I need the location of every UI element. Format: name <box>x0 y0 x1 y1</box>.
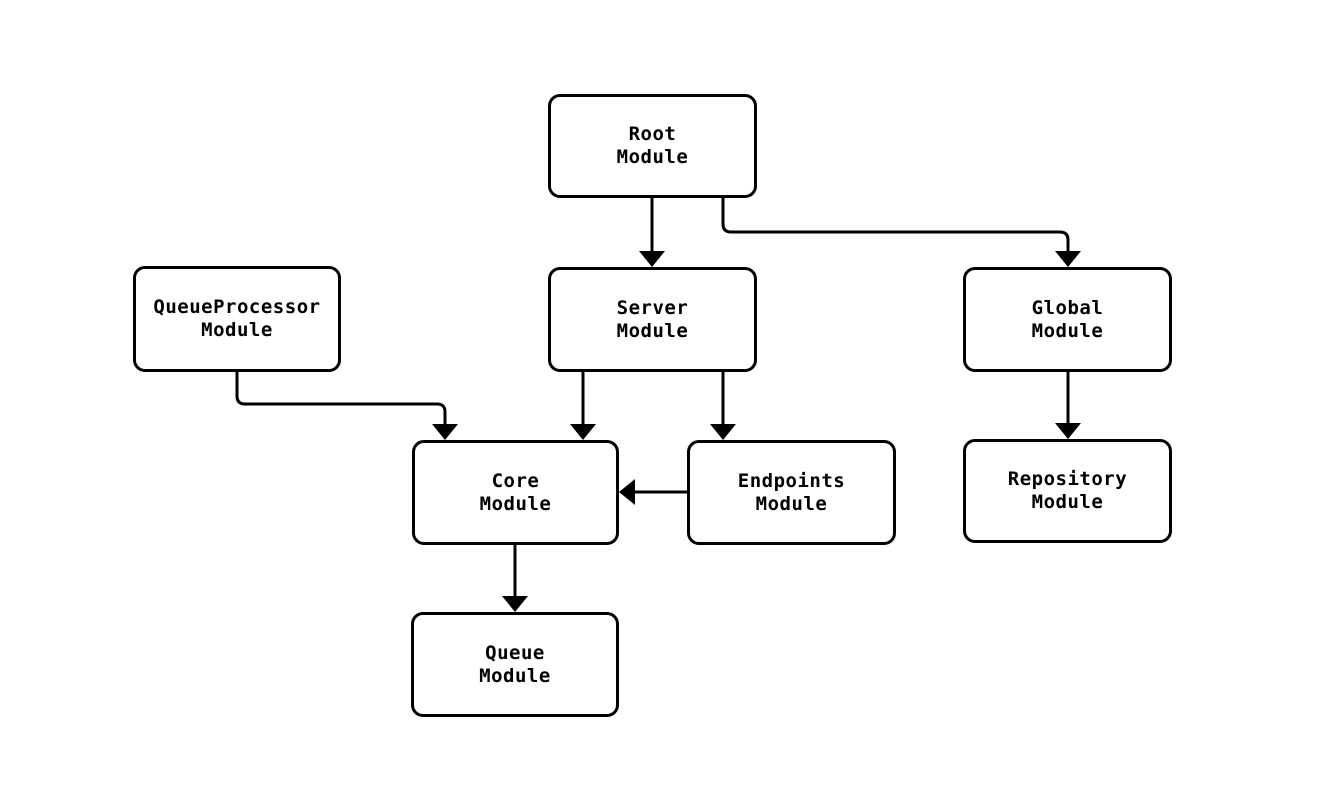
node-label-line: Module <box>479 492 552 515</box>
node-label-line: Module <box>755 492 828 515</box>
arrowhead-server-core <box>570 424 596 440</box>
arrowhead-server-endpoints <box>710 424 736 440</box>
node-label-line: Core <box>491 469 540 492</box>
node-label-line: Module <box>616 146 689 168</box>
node-label-line: Root <box>628 123 677 145</box>
arrowhead-endpoints-core <box>619 479 635 505</box>
node-label-line: QueueProcessor <box>153 296 321 318</box>
node-label-line: Server <box>616 296 689 319</box>
node-label-line: Module <box>616 319 689 342</box>
edge-root-global <box>721 198 1070 254</box>
node-label-line: Global <box>1031 296 1104 319</box>
arrowhead-core-queue <box>502 596 528 612</box>
arrowhead-root-global <box>1055 251 1081 267</box>
arrowhead-root-server <box>639 251 665 267</box>
node-label-line: Module <box>1031 491 1104 513</box>
arrowhead-queueprocessor-core <box>432 424 458 440</box>
node-label-line: Repository <box>1007 468 1128 490</box>
node-label-line: Module <box>201 319 273 341</box>
arrowhead-global-repository <box>1055 423 1081 439</box>
node-label-line: Module <box>479 664 551 687</box>
edge-queueprocessor-core <box>235 372 447 427</box>
node-label-line: Module <box>1031 319 1104 342</box>
node-label-line: Endpoints <box>737 469 846 492</box>
node-label-line: Queue <box>485 641 545 664</box>
